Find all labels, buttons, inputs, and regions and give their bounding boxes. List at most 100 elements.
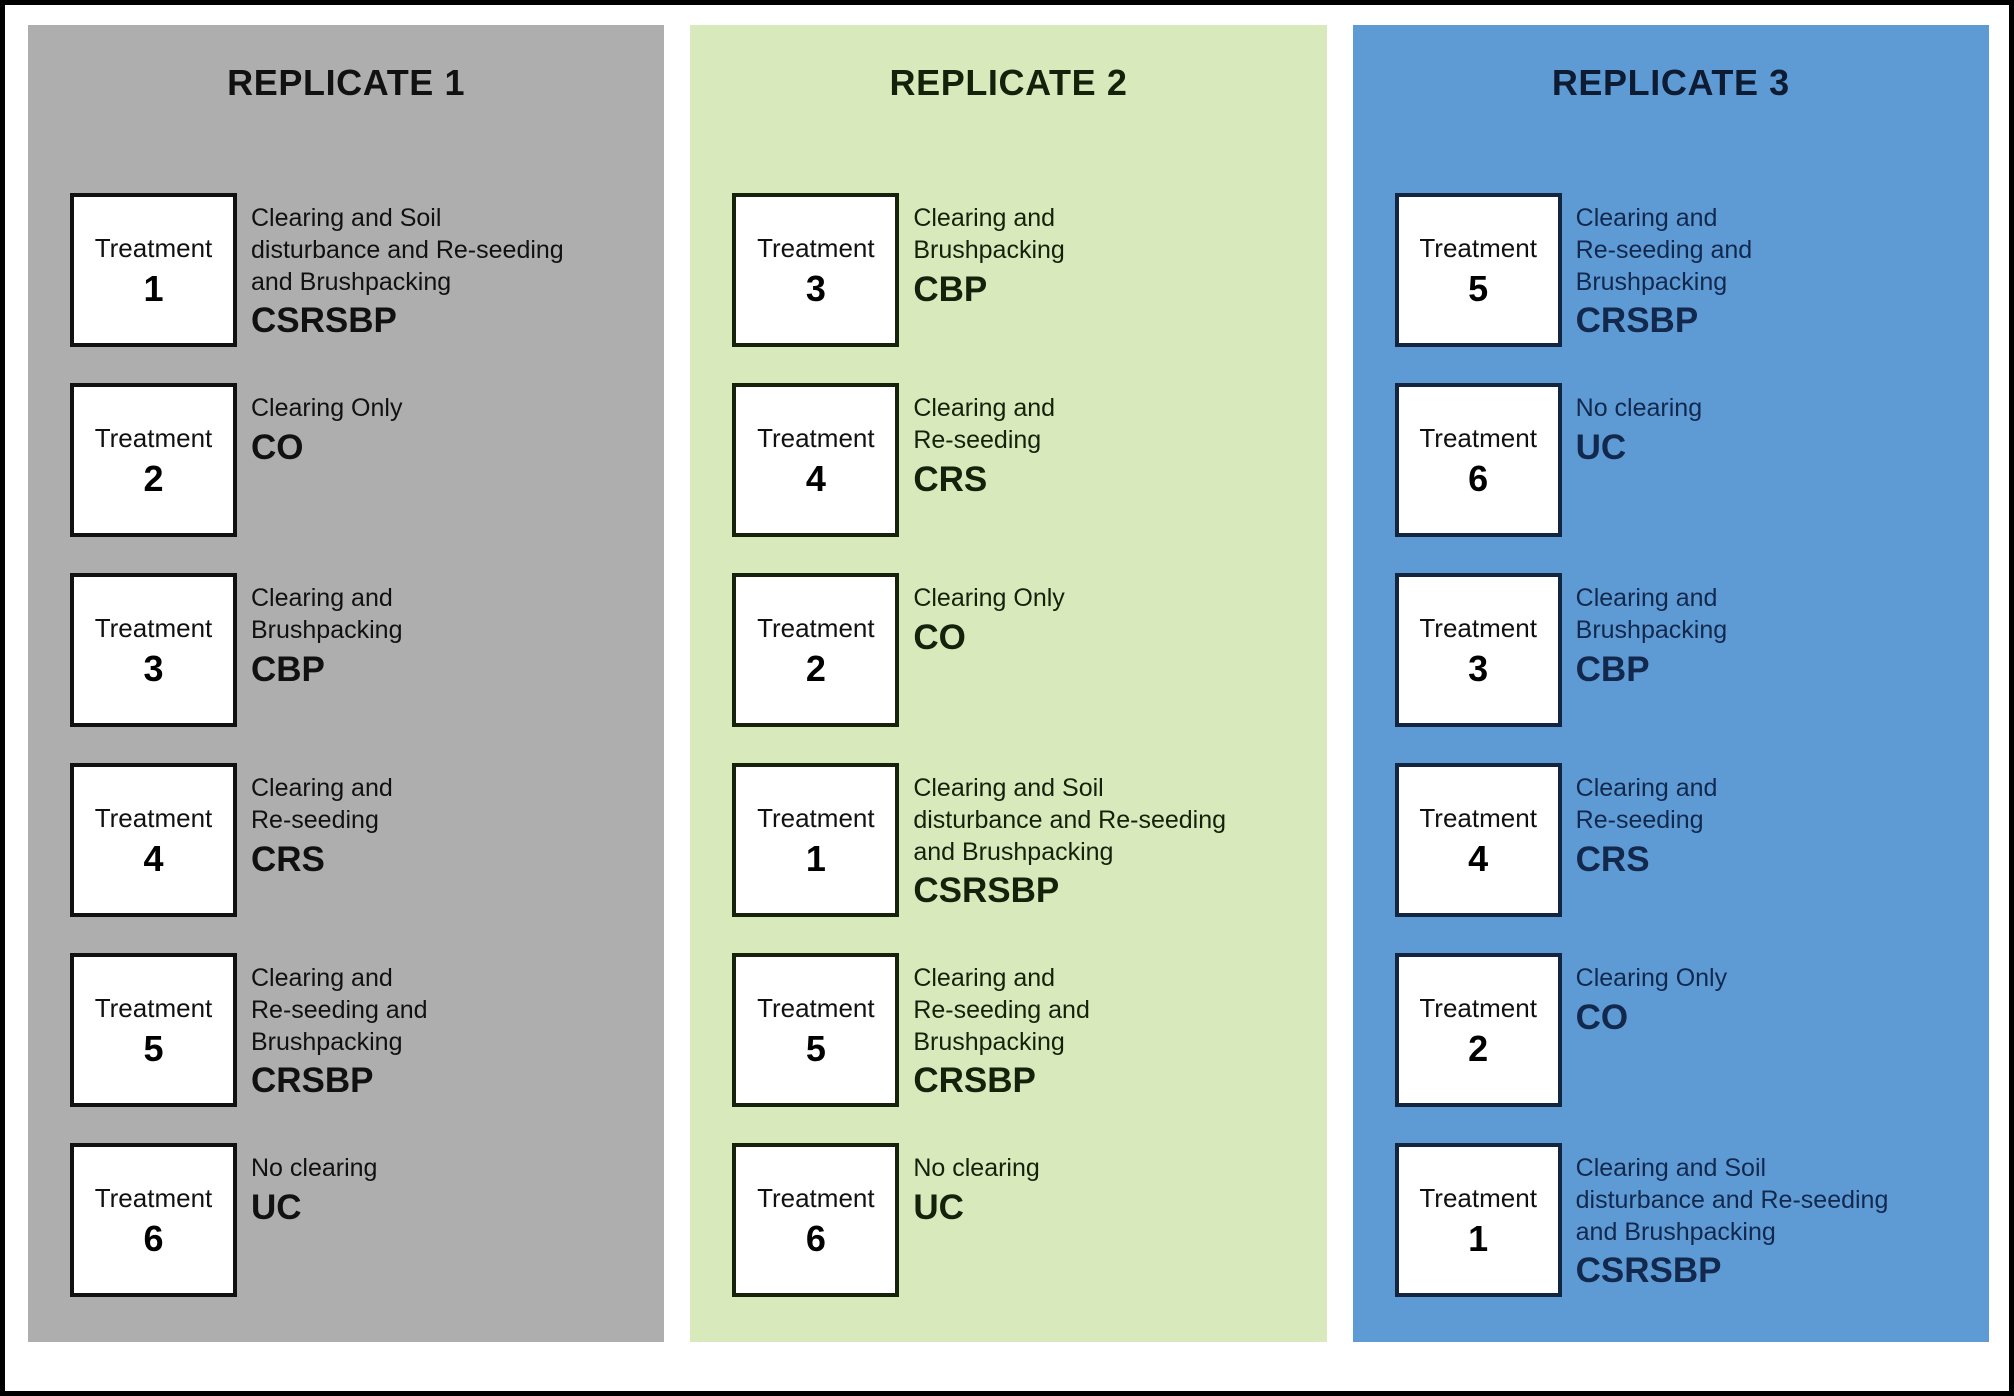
treatment-box-label: Treatment (1419, 1182, 1537, 1213)
treatment-description-text: No clearing (251, 1154, 378, 1182)
treatment-box-number: 2 (1468, 1028, 1489, 1070)
treatment-box-number: 3 (805, 268, 826, 310)
treatment-description-text: Clearing and Re-seeding (251, 774, 393, 834)
treatment-box-number: 6 (805, 1218, 826, 1260)
treatment-box-number: 6 (143, 1218, 164, 1260)
treatment-box-label: Treatment (1419, 232, 1537, 263)
treatment-code: UC (251, 1187, 302, 1227)
treatment-box-number: 5 (805, 1028, 826, 1070)
treatment-row-list: Treatment 5 Clearing and Re-seeding and Br… (1353, 193, 1989, 1342)
treatment-box: Treatment 1 (732, 763, 900, 917)
treatment-row: Treatment 1 Clearing and Soil disturbance … (70, 193, 650, 349)
treatment-code: CRSBP (1575, 301, 1699, 341)
treatment-box-label: Treatment (94, 232, 213, 263)
treatment-box-number: 3 (1468, 648, 1489, 690)
treatment-box-label: Treatment (94, 422, 213, 453)
treatment-code: CSRSBP (251, 301, 397, 341)
treatment-code: CRS (1575, 839, 1650, 879)
treatment-description: Clearing and Re-seeding and Brushpacking… (237, 953, 650, 1102)
treatment-description-text: Clearing Only (251, 394, 403, 422)
treatment-box-label: Treatment (757, 422, 875, 453)
treatment-description: Clearing and Soil disturbance and Re-see… (237, 193, 650, 342)
treatment-description-text: Clearing and Brushpacking (1575, 584, 1728, 644)
treatment-box-label: Treatment (757, 1182, 875, 1213)
treatment-box-label: Treatment (757, 802, 875, 833)
treatment-description: Clearing and Re-seeding and Brushpacking… (899, 953, 1312, 1102)
treatment-description-text: Clearing and Soil disturbance and Re-see… (913, 774, 1227, 866)
panel-title-replicate-3: REPLICATE 3 (1551, 62, 1790, 103)
treatment-box-label: Treatment (1419, 992, 1537, 1023)
treatment-description-text: Clearing and Soil disturbance and Re-see… (251, 204, 564, 296)
treatment-box-number: 2 (143, 458, 164, 500)
treatment-box-number: 5 (1468, 268, 1489, 310)
treatment-box-number: 4 (143, 838, 164, 880)
treatment-box: Treatment 3 (1394, 573, 1562, 727)
treatment-box: Treatment 5 (1394, 193, 1562, 347)
treatment-code: CBP (251, 649, 325, 689)
treatment-box-number: 1 (143, 268, 164, 310)
treatment-code: CBP (1575, 649, 1650, 689)
treatment-description-text: Clearing and Re-seeding (1575, 774, 1718, 834)
treatment-code: CRS (251, 839, 325, 879)
treatment-description-text: Clearing and Re-seeding (913, 394, 1056, 454)
treatment-box: Treatment 3 (732, 193, 900, 347)
treatment-box: Treatment 4 (70, 763, 237, 917)
treatment-row: Treatment 1 Clearing and Soil disturbance … (732, 763, 1312, 919)
treatment-box-number: 5 (143, 1028, 164, 1070)
treatment-box-number: 1 (1468, 1218, 1489, 1260)
treatment-code: UC (913, 1187, 964, 1227)
treatment-code: UC (1575, 427, 1627, 467)
panel-title-replicate-2: REPLICATE 2 (889, 62, 1128, 103)
treatment-description-text: Clearing and Brushpacking (251, 584, 403, 644)
treatment-description: Clearing and Soil disturbance and Re-see… (899, 763, 1312, 912)
treatment-box-number: 2 (805, 648, 826, 690)
treatment-box: Treatment 6 (732, 1143, 900, 1297)
treatment-description-text: Clearing and Re-seeding and Brushpacking (1575, 204, 1753, 296)
treatment-box-number: 1 (805, 838, 826, 880)
treatment-description-text: No clearing (1575, 394, 1703, 422)
treatment-box-label: Treatment (1419, 612, 1537, 643)
treatment-description-text: Clearing Only (913, 584, 1065, 612)
treatment-box-label: Treatment (1419, 422, 1537, 453)
treatment-code: CRS (913, 459, 988, 499)
treatment-box-label: Treatment (94, 612, 213, 643)
treatment-code: CRSBP (913, 1061, 1036, 1101)
treatment-box-label: Treatment (757, 232, 875, 263)
treatment-description: Clearing and Re-seeding and Brushpacking… (1562, 193, 1975, 342)
treatment-code: CO (1575, 997, 1629, 1037)
treatment-box-number: 4 (1468, 838, 1489, 880)
panel-title-replicate-1: REPLICATE 1 (227, 62, 466, 103)
treatment-description-text: Clearing Only (1575, 964, 1728, 992)
treatment-code: CO (251, 427, 304, 467)
treatment-box-label: Treatment (94, 802, 213, 833)
